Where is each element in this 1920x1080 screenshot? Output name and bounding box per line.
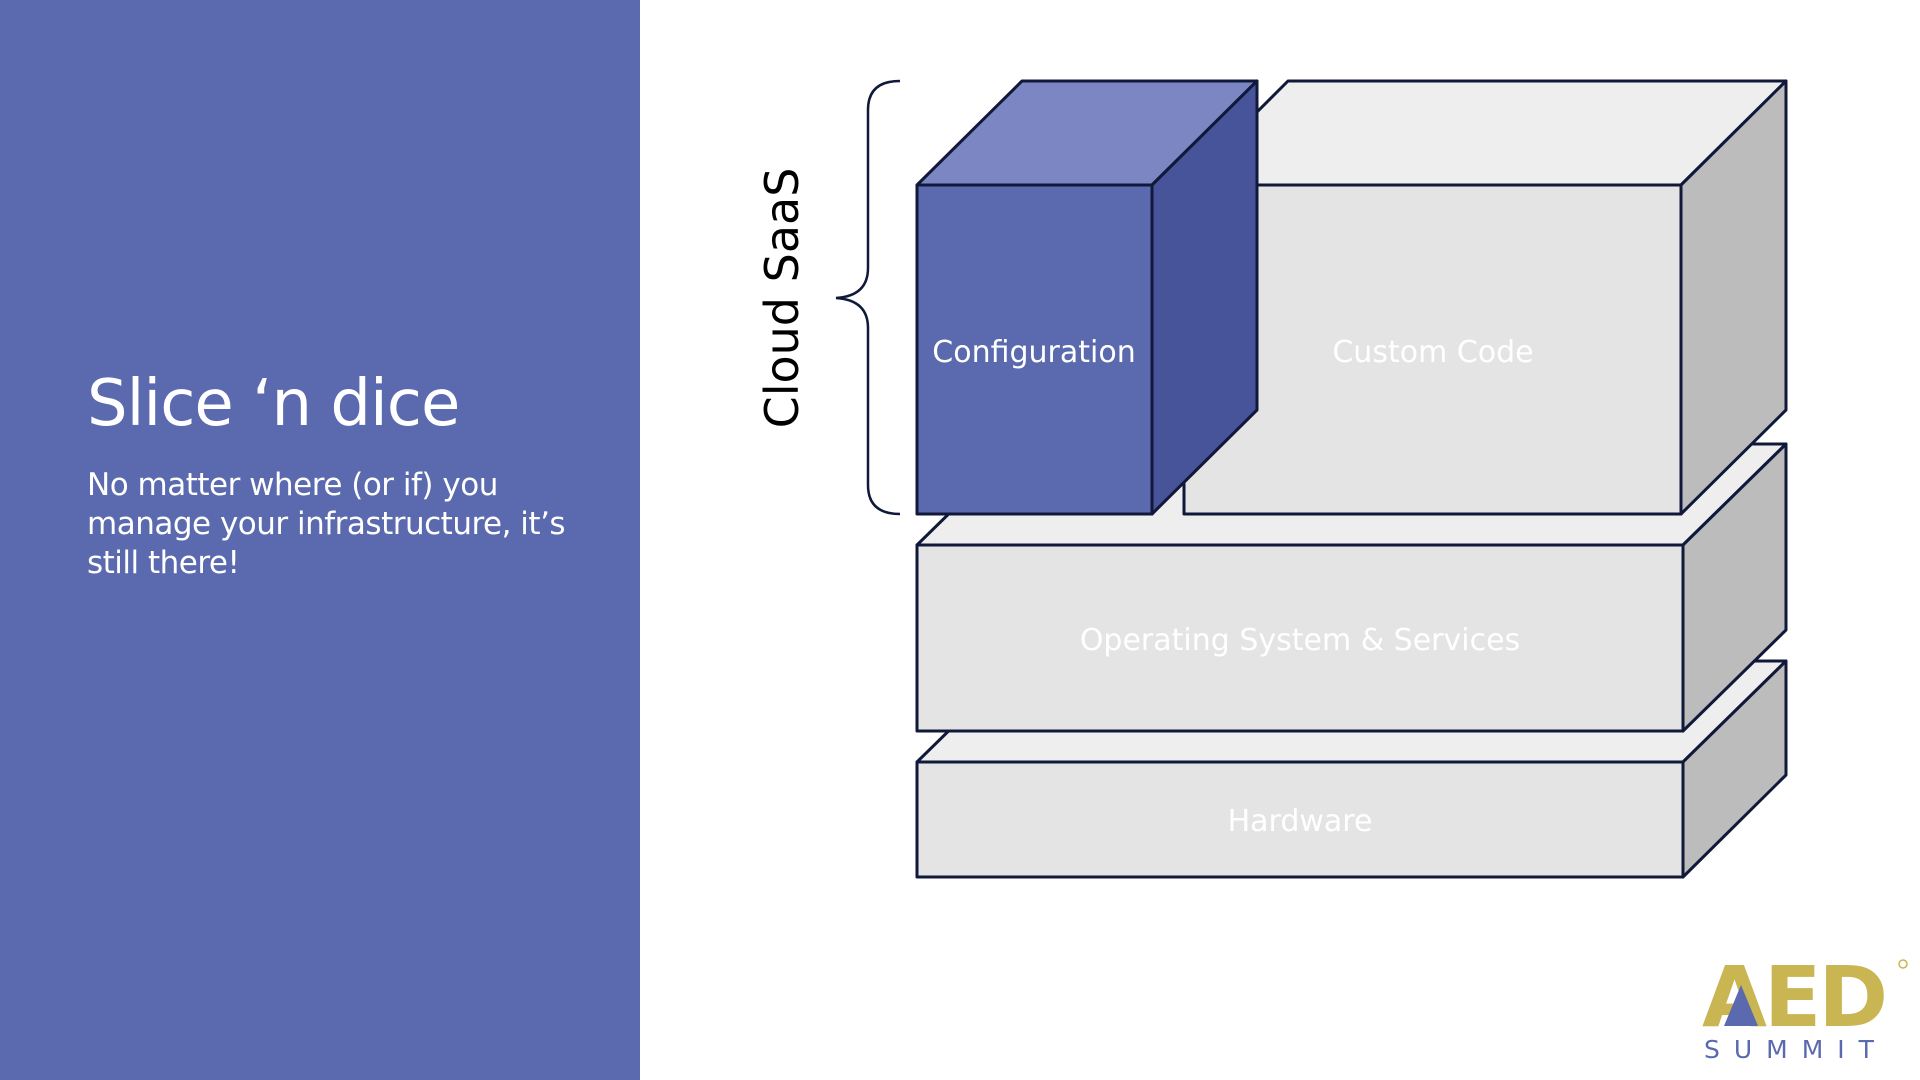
logo-wordmark: AED <box>1702 955 1885 1046</box>
aed-summit-logo: AED SUMMIT <box>1702 955 1908 1064</box>
configuration-block <box>915 79 1259 516</box>
slide-title: Slice ‘n dice <box>87 367 460 441</box>
custom-code-label: Custom Code <box>1332 335 1533 370</box>
cloud-saas-label: Cloud SaaS <box>755 168 809 429</box>
configuration-label: Configuration <box>932 335 1135 370</box>
curly-bracket <box>835 79 901 516</box>
logo-triangle-icon <box>1724 985 1758 1026</box>
title-panel <box>0 0 640 1080</box>
registered-mark-icon <box>1898 959 1908 969</box>
slide-subtitle: No matter where (or if) you manage your … <box>87 467 566 581</box>
logo-tagline: SUMMIT <box>1704 1035 1888 1064</box>
os-services-label: Operating System & Services <box>1080 623 1520 658</box>
custom-code-block <box>1182 79 1788 516</box>
hardware-label: Hardware <box>1228 804 1373 839</box>
